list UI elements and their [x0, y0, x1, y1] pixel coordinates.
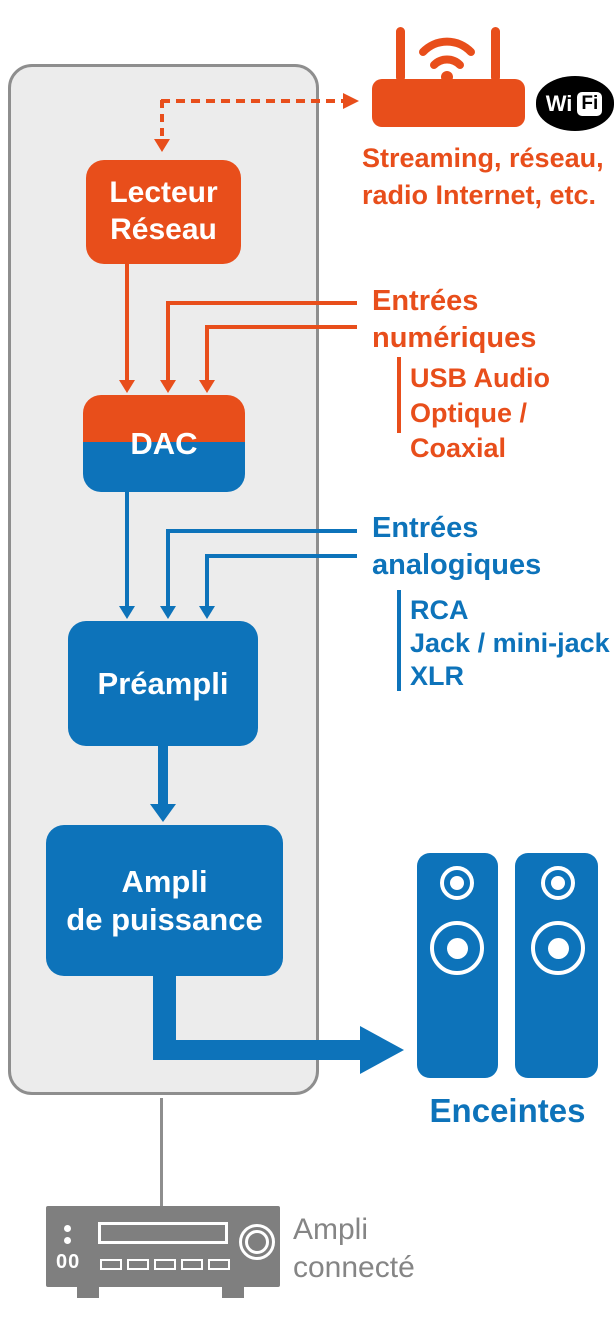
digital-input-line2-arrowhead-icon	[199, 380, 215, 393]
amp-foot-right-icon	[222, 1287, 244, 1298]
wifi-waves-icon	[419, 37, 475, 83]
wifi-dashed-line-vertical	[160, 100, 164, 139]
router-body-icon	[372, 79, 525, 127]
analog-input-item: RCA	[410, 595, 469, 625]
wifi-dashed-arrowhead-right-icon	[343, 93, 359, 109]
lecteur-to-dac-arrowhead-icon	[119, 380, 135, 393]
router-caption: Streaming, réseau, radio Internet, etc.	[362, 140, 604, 214]
digital-input-line1-horizontal	[166, 301, 357, 305]
speaker-woofer-dot-icon	[447, 938, 468, 959]
preamp-to-amp-line	[158, 746, 168, 804]
amp-led-icon	[64, 1237, 71, 1244]
speakers-label: Enceintes	[429, 1092, 586, 1129]
analog-inputs-title: Entrées analogiques	[372, 510, 541, 584]
router-antenna-right-icon	[491, 27, 500, 82]
router-antenna-left-icon	[396, 27, 405, 82]
amp-display-icon	[98, 1222, 228, 1244]
chassis-to-amp-line	[160, 1098, 163, 1206]
wifi-logo: Wi Fi	[536, 76, 614, 131]
node-lecteur-line1: Lecteur	[109, 176, 218, 210]
node-preampli-label: Préampli	[97, 665, 229, 701]
digital-inputs-list-bar	[397, 357, 401, 433]
router-caption-line1: Streaming, réseau,	[362, 143, 604, 173]
wifi-dashed-line-horizontal	[161, 99, 343, 103]
analog-inputs-list: RCA Jack / mini-jack XLR	[410, 594, 610, 693]
speaker-tweeter-dot-icon	[450, 876, 464, 890]
speaker-woofer-dot-icon	[548, 938, 569, 959]
wifi-logo-fi-text: Fi	[575, 89, 605, 118]
analog-input-line1-vertical	[166, 529, 170, 607]
router-caption-line2: radio Internet, etc.	[362, 180, 597, 210]
amp-display-digits: 00	[56, 1251, 81, 1273]
digital-input-item: USB Audio	[410, 363, 550, 393]
speaker-tweeter-dot-icon	[551, 876, 565, 890]
node-dac-label: DAC	[130, 425, 198, 461]
analog-inputs-title-line2: analogiques	[372, 549, 542, 581]
analog-input-line1-horizontal	[166, 529, 357, 533]
output-arrowhead-icon	[360, 1026, 404, 1074]
speaker-right-icon	[515, 853, 598, 1078]
digital-input-line1-vertical	[166, 301, 170, 381]
output-arrow-horizontal	[153, 1040, 360, 1060]
amp-led-icon	[64, 1225, 71, 1232]
speaker-woofer-ring-icon	[531, 921, 585, 975]
connected-amp-caption: Ampli connecté	[293, 1211, 415, 1287]
digital-input-line2-horizontal	[205, 325, 357, 329]
lecteur-to-dac-line	[125, 264, 129, 381]
wifi-logo-wi-text: Wi	[545, 90, 573, 116]
digital-inputs-list: USB Audio Optique / Coaxial	[410, 361, 616, 466]
digital-inputs-title: Entrées numériques	[372, 283, 536, 357]
analog-input-line2-horizontal	[205, 554, 357, 558]
output-arrow-vertical	[153, 976, 176, 1060]
connected-amp-caption-line1: Ampli	[293, 1213, 369, 1246]
analog-input-item: XLR	[410, 661, 464, 691]
speaker-woofer-ring-icon	[430, 921, 484, 975]
node-dac: DAC	[83, 395, 245, 492]
digital-inputs-title-line1: Entrées	[372, 285, 479, 317]
analog-input-line2-vertical	[205, 554, 209, 607]
digital-input-item: Optique / Coaxial	[410, 398, 527, 463]
digital-input-line1-arrowhead-icon	[160, 380, 176, 393]
analog-input-item: Jack / mini-jack	[410, 628, 610, 658]
analog-input-line2-arrowhead-icon	[199, 606, 215, 619]
dac-to-preamp-arrowhead-icon	[119, 606, 135, 619]
node-preampli: Préampli	[68, 621, 258, 746]
node-ampli-line2: de puissance	[66, 901, 263, 937]
analog-inputs-list-bar	[397, 590, 401, 691]
speaker-left-icon	[417, 853, 498, 1078]
amp-buttons-row-icon	[100, 1259, 230, 1270]
analog-input-line1-arrowhead-icon	[160, 606, 176, 619]
speaker-tweeter-ring-icon	[541, 866, 575, 900]
amp-volume-knob-inner-icon	[245, 1230, 269, 1254]
amp-volume-knob-icon	[239, 1224, 275, 1260]
dac-to-preamp-line	[125, 492, 129, 607]
connected-amp-caption-line2: connecté	[293, 1251, 415, 1284]
node-lecteur-line2: Réseau	[110, 213, 217, 246]
digital-inputs-title-line2: numériques	[372, 322, 537, 354]
digital-input-line2-vertical	[205, 325, 209, 381]
node-ampli-line1: Ampli	[121, 863, 208, 899]
speaker-tweeter-ring-icon	[440, 866, 474, 900]
wifi-dashed-arrowhead-down-icon	[154, 139, 170, 152]
amp-foot-left-icon	[77, 1287, 99, 1298]
node-ampli-puissance: Ampli de puissance	[46, 825, 283, 976]
preamp-to-amp-arrowhead-icon	[150, 804, 176, 822]
analog-inputs-title-line1: Entrées	[372, 512, 479, 544]
node-lecteur-reseau: Lecteur Réseau	[86, 160, 241, 264]
